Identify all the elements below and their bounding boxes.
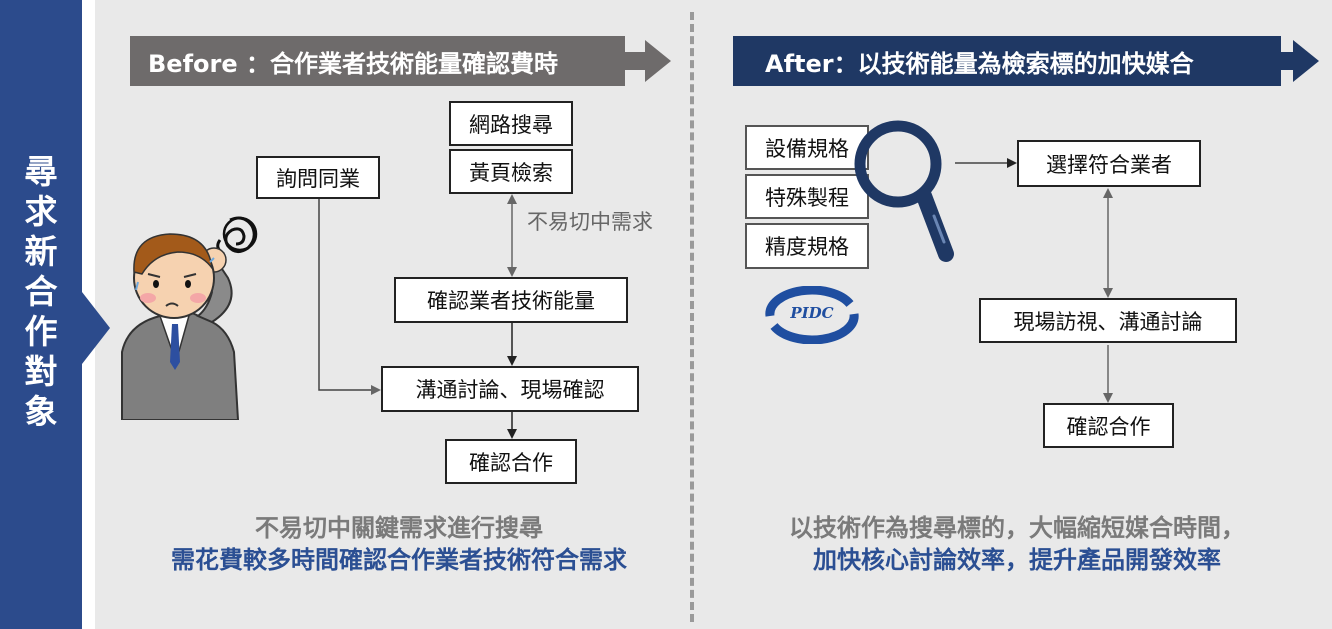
sidebar-arrow	[82, 292, 110, 364]
sidebar-char: 作	[24, 312, 58, 351]
box-select-vendor: 選擇符合業者	[1017, 140, 1201, 187]
sidebar-char: 合	[24, 272, 58, 311]
box-confirm-cooperation-after: 確認合作	[1043, 403, 1174, 448]
confusion-scribble-icon	[216, 216, 258, 256]
pidc-logo-text: PIDC	[790, 304, 834, 322]
sidebar-char: 求	[24, 192, 58, 231]
sidebar-char: 尋	[24, 152, 58, 191]
sidebar-char: 對	[24, 352, 58, 391]
after-banner-arrow-stem	[1281, 52, 1293, 70]
before-banner-arrow	[645, 40, 671, 82]
note-hard-to-match: 不易切中需求	[527, 210, 653, 234]
sidebar-char: 新	[24, 232, 58, 271]
pidc-logo-mark	[765, 286, 859, 344]
box-confirm-cooperation: 確認合作	[445, 439, 577, 484]
sidebar	[0, 0, 82, 629]
after-caption-line1: 以技術作為搜尋標的，大幅縮短媒合時間，	[789, 514, 1245, 542]
box-equipment-spec: 設備規格	[745, 125, 869, 170]
box-ask-peers: 詢問同業	[256, 156, 380, 199]
box-discuss-confirm: 溝通討論、現場確認	[381, 366, 639, 412]
after-banner: After：以技術能量為檢索標的加快媒合	[733, 36, 1281, 86]
box-yellow-pages: 黃頁檢索	[449, 149, 573, 194]
before-banner: Before ：合作業者技術能量確認費時	[130, 36, 625, 86]
connector-askpeers-discuss	[318, 199, 381, 395]
before-caption-line1: 不易切中關鍵需求進行搜尋	[255, 514, 543, 542]
worried-person-illustration	[121, 216, 258, 420]
pidc-logo: PIDC	[756, 286, 868, 344]
before-caption-line2: 需花費較多時間確認合作業者技術符合需求	[171, 546, 627, 574]
box-special-process: 特殊製程	[745, 174, 869, 219]
after-caption-line2: 加快核心討論效率，提升產品開發效率	[813, 546, 1221, 574]
box-visit-discuss: 現場訪視、溝通討論	[979, 298, 1237, 343]
sidebar-title: 尋 求 新 合 作 對 象	[0, 152, 82, 432]
after-banner-arrow	[1293, 40, 1319, 82]
box-web-search: 網路搜尋	[449, 101, 573, 146]
box-confirm-capability: 確認業者技術能量	[394, 277, 628, 323]
sidebar-char: 象	[24, 392, 58, 431]
before-banner-arrow-stem	[625, 52, 645, 70]
section-divider	[690, 12, 694, 622]
magnifier-icon	[854, 120, 954, 262]
box-precision-spec: 精度規格	[745, 223, 869, 269]
